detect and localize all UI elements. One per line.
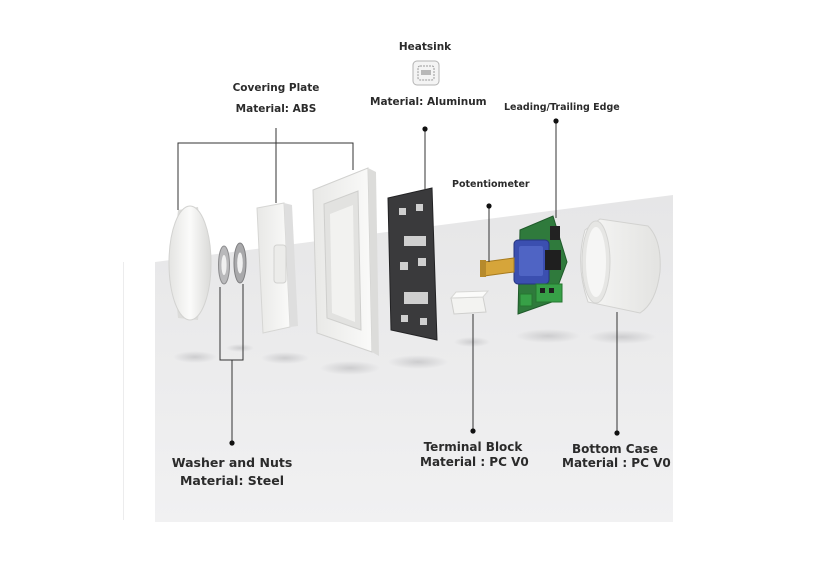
heatsink-material-label: Material: Aluminum xyxy=(370,96,487,108)
heatsink-thumbnail-icon xyxy=(412,60,440,86)
washer-nuts-label: Washer and Nuts xyxy=(171,455,293,470)
leader-lines xyxy=(177,122,618,442)
heatsink-label: Heatsink xyxy=(398,41,452,53)
leader-dots xyxy=(229,118,620,446)
covering-plate-label: Covering Plate xyxy=(232,82,320,94)
floor-shadows xyxy=(173,329,656,375)
potentiometer-label: Potentiometer xyxy=(452,179,530,190)
inner-plate xyxy=(256,202,298,334)
leading-trailing-edge-label: Leading/Trailing Edge xyxy=(504,102,620,113)
bottom-case-label: Bottom Case xyxy=(572,442,658,456)
terminal-block xyxy=(449,290,490,315)
pcb-assembly xyxy=(480,215,568,315)
washer-nuts-material-label: Material: Steel xyxy=(179,473,285,488)
covering-plate-frame xyxy=(312,167,379,356)
washer-and-nuts xyxy=(218,242,247,285)
terminal-block-material-label: Material : PC V0 xyxy=(420,455,529,469)
cover-knob xyxy=(168,205,212,321)
covering-plate-material-label: Material: ABS xyxy=(235,103,317,115)
heatsink-plate xyxy=(387,187,438,341)
bottom-case xyxy=(580,218,661,314)
bottom-case-material-label: Material : PC V0 xyxy=(562,456,671,470)
terminal-block-label: Terminal Block xyxy=(423,440,523,454)
